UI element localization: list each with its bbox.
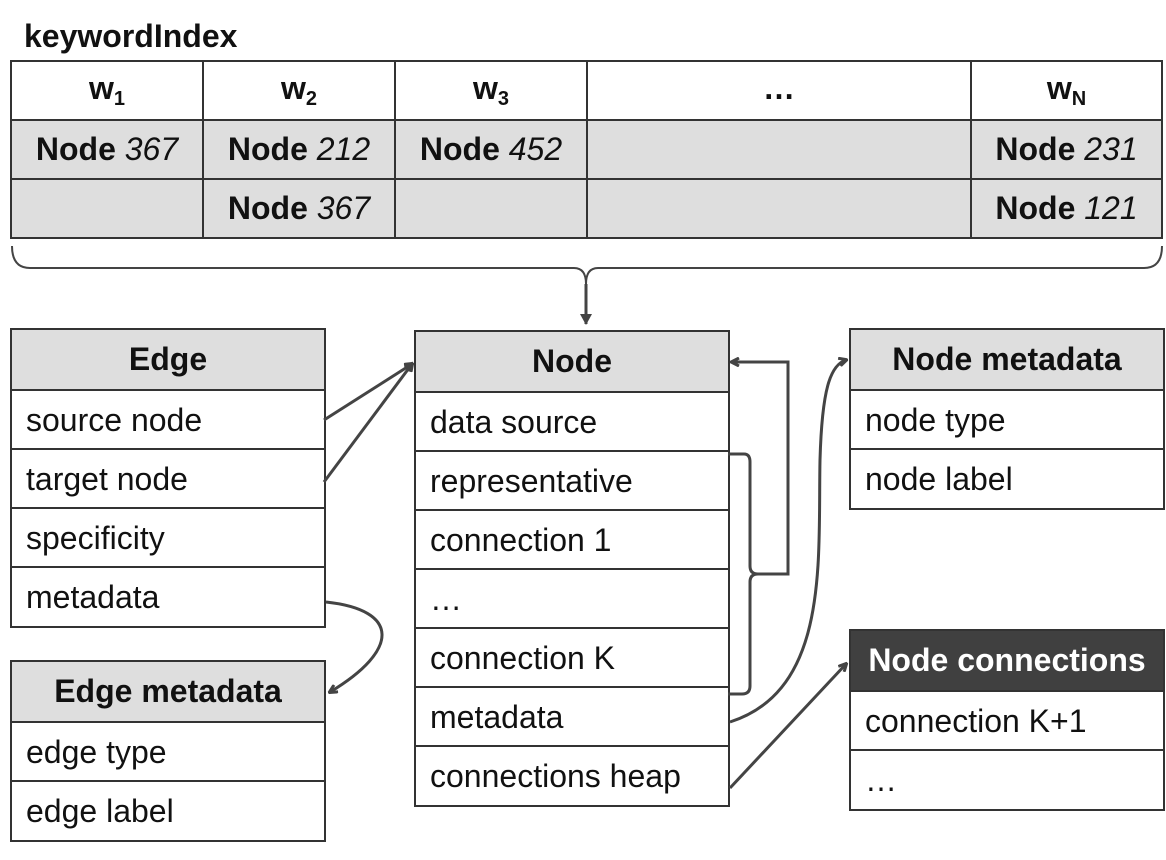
- node-field: metadata: [416, 686, 728, 745]
- index-cell: Node 121: [970, 178, 1163, 239]
- edge-field: specificity: [12, 507, 324, 566]
- node-field: …: [416, 568, 728, 627]
- keyword-index-header-row: w1 w2 w3 … wN: [10, 60, 1163, 121]
- edge-field: metadata: [12, 566, 324, 626]
- keyword-header: w3: [394, 60, 588, 121]
- source-node-arrow: [323, 364, 412, 422]
- edge-field: target node: [12, 448, 324, 507]
- keyword-index-row: Node 367 Node 121: [10, 178, 1163, 239]
- edge-field: source node: [12, 389, 324, 448]
- index-brace: [11, 245, 1163, 285]
- connections-bracket: [728, 452, 759, 696]
- node-field: connections heap: [416, 745, 728, 805]
- keyword-index-title: keywordIndex: [24, 18, 238, 54]
- node-header: Node: [416, 332, 728, 391]
- edge-header: Edge: [12, 330, 324, 389]
- node-connections-arrow: [728, 664, 846, 790]
- index-cell: [586, 119, 972, 180]
- node-field: data source: [416, 391, 728, 450]
- node-connections-field: connection K+1: [851, 690, 1163, 749]
- node-connections-header: Node connections: [851, 631, 1163, 690]
- target-node-arrow: [322, 364, 412, 483]
- index-cell: Node 212: [202, 119, 396, 180]
- node-field: connection K: [416, 627, 728, 686]
- index-cell: [394, 178, 588, 239]
- keyword-header: w2: [202, 60, 396, 121]
- edge-metadata-arrow: [325, 600, 384, 692]
- node-box: Node data source representative connecti…: [414, 330, 730, 807]
- index-cell: Node 367: [202, 178, 396, 239]
- keyword-header: …: [586, 60, 972, 121]
- index-cell: [10, 178, 204, 239]
- index-cell: Node 452: [394, 119, 588, 180]
- keyword-index-table: w1 w2 w3 … wN Node 367 Node 212 Node 452…: [10, 60, 1163, 239]
- node-metadata-header: Node metadata: [851, 330, 1163, 389]
- edge-box: Edge source node target node specificity…: [10, 328, 326, 628]
- edge-metadata-field: edge label: [12, 780, 324, 840]
- node-metadata-arrow: [729, 360, 846, 724]
- index-cell: [586, 178, 972, 239]
- connections-to-node-arrow: [732, 362, 790, 576]
- edge-metadata-box: Edge metadata edge type edge label: [10, 660, 326, 842]
- keyword-index-row: Node 367 Node 212 Node 452 Node 231: [10, 119, 1163, 180]
- node-connections-field: …: [851, 749, 1163, 809]
- keyword-header: wN: [970, 60, 1163, 121]
- node-field: representative: [416, 450, 728, 509]
- node-metadata-field: node type: [851, 389, 1163, 448]
- keyword-header: w1: [10, 60, 204, 121]
- edge-metadata-header: Edge metadata: [12, 662, 324, 721]
- node-connections-box: Node connections connection K+1 …: [849, 629, 1165, 811]
- node-field: connection 1: [416, 509, 728, 568]
- node-metadata-field: node label: [851, 448, 1163, 508]
- index-cell: Node 231: [970, 119, 1163, 180]
- node-metadata-box: Node metadata node type node label: [849, 328, 1165, 510]
- index-cell: Node 367: [10, 119, 204, 180]
- edge-metadata-field: edge type: [12, 721, 324, 780]
